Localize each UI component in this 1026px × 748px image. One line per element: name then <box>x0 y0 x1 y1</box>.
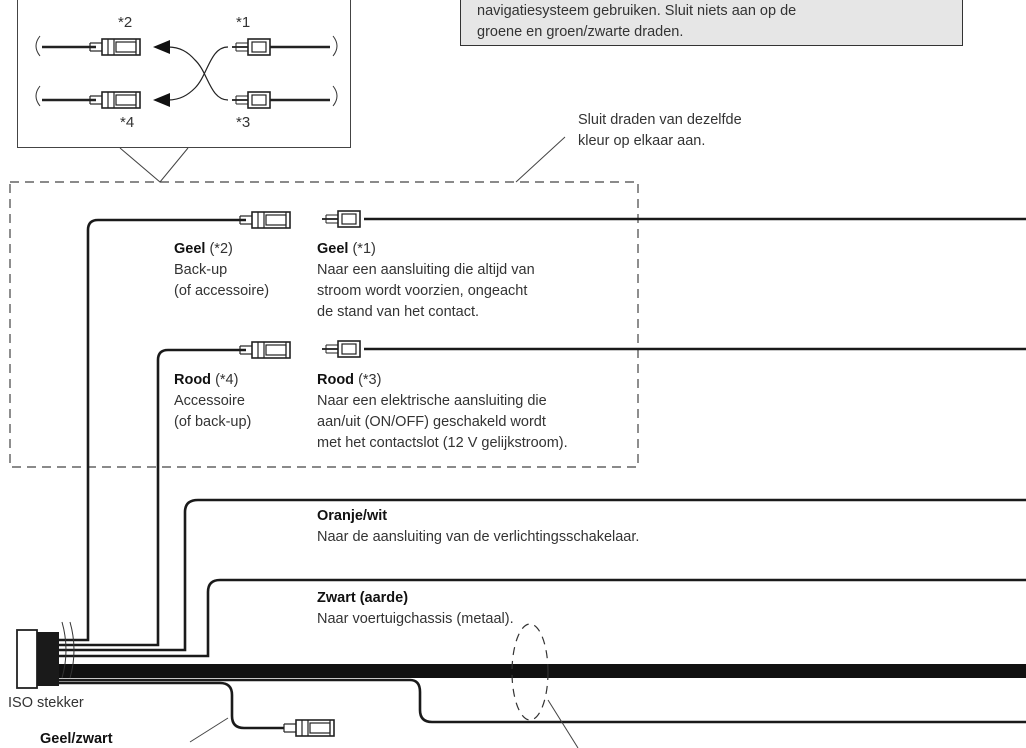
same-color-callout <box>515 136 566 183</box>
black-ground-desc: Naar voertuigchassis (metaal). <box>317 611 514 627</box>
yellow-black-label: Geel/zwart <box>40 731 113 747</box>
red-right-line-2: aan/uit (ON/OFF) geschakeld wordt <box>317 414 546 430</box>
same-color-line-1: Sluit draden van dezelfde <box>578 112 742 128</box>
connector-yellow-female <box>239 211 291 229</box>
connector-red-male <box>321 340 361 358</box>
red-left-line-1: Accessoire <box>174 393 245 409</box>
main-cable-bundle <box>58 664 1026 678</box>
inset-label-3: *3 <box>236 114 251 131</box>
dashed-group-box <box>9 181 639 468</box>
yellow-left-label: Geel (*2) Back-up (of accessoire) <box>174 239 269 302</box>
connector-yellow-male <box>321 210 361 228</box>
ellipse-pointer <box>547 699 579 748</box>
orange-white-name: Oranje/wit <box>317 508 388 524</box>
black-ground-label: Zwart (aarde) Naar voertuigchassis (meta… <box>317 588 514 630</box>
yellow-right-label: Geel (*1) Naar een aansluiting die altij… <box>317 239 535 323</box>
yellow-right-line-2: stroom wordt voorzien, ongeacht <box>317 283 528 299</box>
same-color-note: Sluit draden van dezelfde kleur op elkaa… <box>578 110 742 152</box>
inset-label-2: *2 <box>118 14 133 31</box>
yellow-left-line-2: (of accessoire) <box>174 283 270 299</box>
inset-illustration <box>35 35 338 109</box>
iso-plug-label: ISO stekker <box>8 695 84 711</box>
note-line-1: navigatiesysteem gebruiken. Sluit niets … <box>477 3 797 19</box>
inset-label-1: *1 <box>236 14 251 31</box>
red-right-ref: (*3) <box>358 372 382 388</box>
red-right-name: Rood <box>317 372 355 388</box>
cable-highlight-ellipse <box>511 623 549 721</box>
connector-red-female <box>239 341 291 359</box>
red-right-line-3: met het contactslot (12 V gelijkstroom). <box>317 435 568 451</box>
wire-harness <box>58 217 1026 730</box>
yellow-right-name: Geel <box>317 241 349 257</box>
orange-white-label: Oranje/wit Naar de aansluiting van de ve… <box>317 506 639 548</box>
same-color-line-2: kleur op elkaar aan. <box>578 133 706 149</box>
yellow-left-name: Geel <box>174 241 206 257</box>
yellow-right-ref: (*1) <box>352 241 376 257</box>
red-left-label: Rood (*4) Accessoire (of back-up) <box>174 370 251 433</box>
red-left-ref: (*4) <box>215 372 239 388</box>
inset-callout <box>119 147 189 183</box>
yellow-left-ref: (*2) <box>209 241 233 257</box>
black-ground-name: Zwart (aarde) <box>317 590 409 606</box>
note-box: navigatiesysteem gebruiken. Sluit niets … <box>460 0 963 46</box>
note-line-2: groene en groen/zwarte draden. <box>477 24 684 40</box>
orange-white-desc: Naar de aansluiting van de verlichtingss… <box>317 529 640 545</box>
iso-connector <box>16 621 75 689</box>
red-right-label: Rood (*3) Naar een elektrische aansluiti… <box>317 370 568 454</box>
yellow-right-line-1: Naar een aansluiting die altijd van <box>317 262 535 278</box>
inset-label-4: *4 <box>120 114 135 131</box>
yellow-black-pointer <box>189 717 229 743</box>
connector-yellow-black <box>283 719 335 737</box>
yellow-left-line-1: Back-up <box>174 262 228 278</box>
red-left-name: Rood <box>174 372 212 388</box>
red-right-line-1: Naar een elektrische aansluiting die <box>317 393 547 409</box>
inset-box <box>17 0 351 148</box>
yellow-right-line-3: de stand van het contact. <box>317 304 480 320</box>
red-left-line-2: (of back-up) <box>174 414 252 430</box>
